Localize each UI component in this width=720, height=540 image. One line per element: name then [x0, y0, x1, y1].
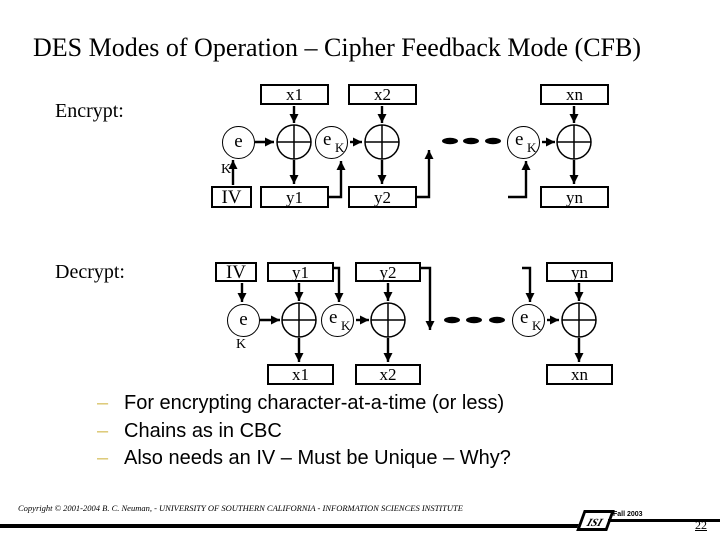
decrypt-box-iv: IV: [215, 262, 257, 282]
encrypt-ek-node-2: e K: [315, 126, 348, 159]
decrypt-box-x1: x1: [267, 364, 334, 385]
encrypt-box-yn: yn: [540, 186, 609, 208]
encrypt-box-iv: IV: [211, 186, 252, 208]
bullet-item: – For encrypting character-at-a-time (or…: [97, 390, 677, 418]
bullet-dash: –: [97, 447, 109, 469]
bullet-text: Chains as in CBC: [124, 419, 282, 442]
copyright-text: Copyright © 2001-2004 B. C. Neuman, - UN…: [18, 503, 463, 513]
decrypt-ek-node-n: e K: [512, 304, 545, 337]
bullet-item: – Chains as in CBC: [97, 418, 677, 446]
e-label: e: [329, 307, 338, 328]
bullet-text: For encrypting character-at-a-time (or l…: [124, 392, 505, 414]
encrypt-ellipsis-dots: [442, 137, 501, 145]
bullet-dash: –: [97, 419, 109, 442]
encrypt-box-x1: x1: [260, 84, 329, 105]
decrypt-section-label: Decrypt:: [55, 261, 125, 283]
isi-logo-text: ISI: [585, 517, 605, 529]
bullet-item: – Also needs an IV – Must be Unique – Wh…: [97, 445, 677, 473]
decrypt-box-xn: xn: [546, 364, 613, 385]
e-label: e: [323, 129, 332, 150]
footer-rule-left: [0, 524, 579, 528]
key-subscript: K: [341, 318, 351, 333]
footer-rule-right: [608, 519, 720, 522]
encrypt-section-label: Encrypt:: [55, 100, 124, 122]
bullet-list: – For encrypting character-at-a-time (or…: [97, 390, 677, 473]
e-label: e: [239, 309, 248, 330]
decrypt-box-y1: y1: [267, 262, 334, 282]
decrypt-box-x2: x2: [355, 364, 421, 385]
e-label: e: [234, 131, 243, 152]
key-subscript: K: [335, 140, 345, 155]
decrypt-key-label: K: [236, 337, 247, 352]
encrypt-e-node: e: [222, 126, 255, 159]
decrypt-box-yn: yn: [546, 262, 613, 282]
slide-title: DES Modes of Operation – Cipher Feedback…: [33, 33, 642, 62]
encrypt-box-x2: x2: [348, 84, 417, 105]
decrypt-e-node: e: [227, 304, 260, 337]
term-label: Fall 2003: [613, 511, 643, 518]
decrypt-ellipsis-dots: [444, 316, 505, 324]
encrypt-key-label: K: [221, 162, 232, 177]
page-number: 22: [695, 518, 707, 532]
encrypt-box-y1: y1: [260, 186, 329, 208]
encrypt-box-y2: y2: [348, 186, 417, 208]
e-label: e: [515, 129, 524, 150]
key-subscript: K: [532, 318, 542, 333]
bullet-dash: –: [97, 392, 109, 414]
e-label: e: [520, 307, 529, 328]
decrypt-box-y2: y2: [355, 262, 421, 282]
decrypt-ek-node-2: e K: [321, 304, 354, 337]
bullet-text: Also needs an IV – Must be Unique – Why?: [124, 447, 511, 469]
key-subscript: K: [527, 140, 537, 155]
encrypt-box-xn: xn: [540, 84, 609, 105]
encrypt-ek-node-n: e K: [507, 126, 540, 159]
